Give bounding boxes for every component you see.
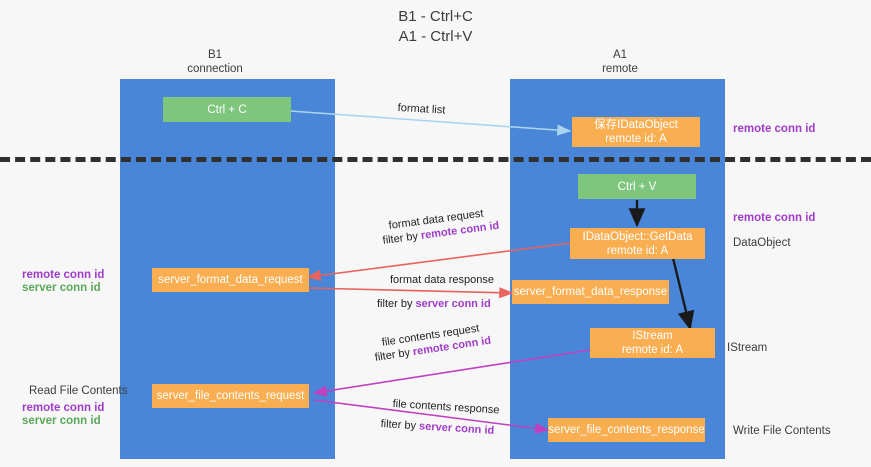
- section-divider: [0, 157, 871, 162]
- filter-prefix: filter by: [374, 346, 414, 364]
- filter-key-server-conn-id: server conn id: [418, 420, 495, 437]
- box-server-file-contents-response[interactable]: server_file_contents_response: [548, 418, 705, 442]
- box-server-format-data-request[interactable]: server_format_data_request: [152, 268, 309, 292]
- box-save-idataobject[interactable]: 保存IDataObject remote id: A: [572, 117, 700, 147]
- label-left-server-conn-id: server conn id: [22, 282, 101, 294]
- label-bottom-server-conn-id: server conn id: [22, 415, 101, 427]
- filter-prefix: filter by: [382, 229, 422, 247]
- edge-label-format-data-response-filter: filter by server conn id: [377, 298, 491, 310]
- label-write-file-contents: Write File Contents: [733, 425, 831, 437]
- box-ctrl-c[interactable]: Ctrl + C: [163, 97, 291, 122]
- column-header-b1: B1 connection: [187, 49, 243, 75]
- edge-label-file-contents-response: file contents response: [392, 398, 500, 417]
- label-read-file-contents: Read File Contents: [29, 385, 128, 397]
- filter-prefix: filter by: [380, 418, 420, 433]
- label-remote-conn-id-top: remote conn id: [733, 123, 816, 135]
- label-dataobject: DataObject: [733, 237, 791, 249]
- label-left-remote-conn-id: remote conn id: [22, 269, 105, 281]
- box-istream[interactable]: IStream remote id: A: [590, 328, 715, 358]
- filter-key-server-conn-id: server conn id: [415, 298, 491, 310]
- box-ctrl-v[interactable]: Ctrl + V: [578, 174, 696, 199]
- arrow-format-data-response: [307, 287, 514, 299]
- label-remote-conn-id-mid: remote conn id: [733, 212, 816, 224]
- box-server-format-data-response[interactable]: server_format_data_response: [512, 280, 669, 304]
- box-server-file-contents-request[interactable]: server_file_contents_request: [152, 384, 309, 408]
- edge-label-format-list: format list: [397, 102, 446, 117]
- box-idataobject-getdata[interactable]: IDataObject::GetData remote id: A: [570, 228, 705, 259]
- label-bottom-remote-conn-id: remote conn id: [22, 402, 105, 414]
- filter-prefix: filter by: [377, 298, 416, 310]
- label-istream: IStream: [727, 342, 768, 354]
- diagram-title: B1 - Ctrl+C A1 - Ctrl+V: [398, 8, 473, 45]
- edge-label-file-contents-response-filter: filter by server conn id: [380, 418, 494, 437]
- edge-label-format-data-response: format data response: [390, 274, 494, 286]
- column-header-a1: A1 remote: [602, 49, 638, 75]
